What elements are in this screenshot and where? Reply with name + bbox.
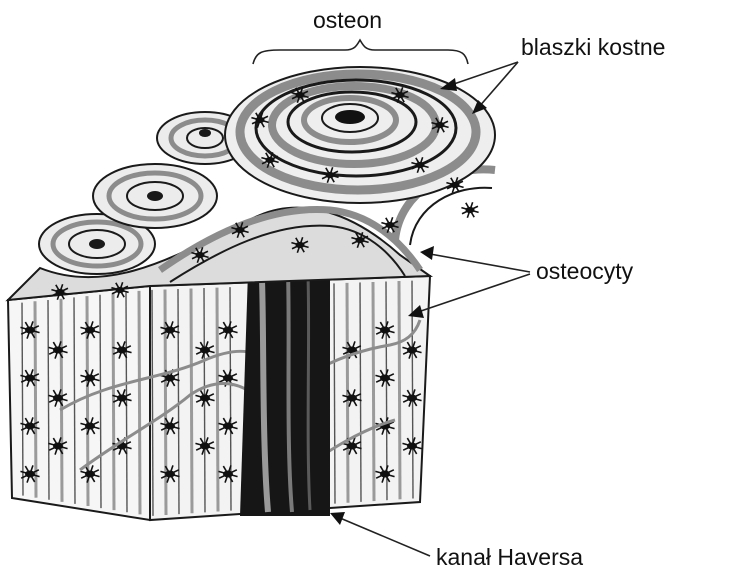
haversian-canal-drawing — [240, 265, 330, 516]
osteon-label: osteon — [313, 7, 382, 33]
osteocytes-label: osteocyty — [536, 258, 634, 284]
label-osteon: osteon — [253, 7, 468, 64]
label-osteocytes: osteocyty — [408, 246, 634, 318]
haversian-canal-label: kanał Haversa — [436, 544, 583, 570]
longitudinal-section — [8, 276, 430, 520]
osteon-cross-sections — [8, 67, 495, 300]
small-osteon-2 — [93, 164, 217, 228]
lamellae-label: blaszki kostne — [521, 34, 665, 60]
label-haversian-canal: kanał Haversa — [330, 512, 583, 570]
